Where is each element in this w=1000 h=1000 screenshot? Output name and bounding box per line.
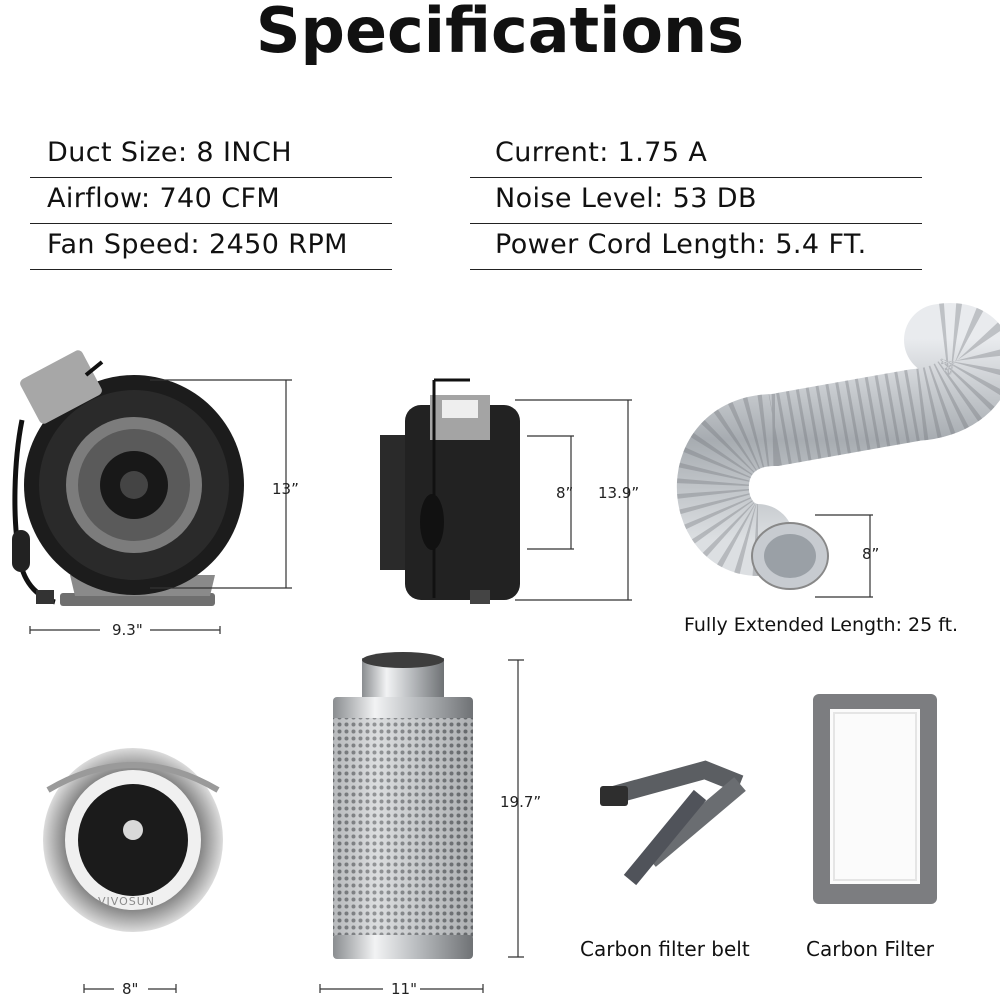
inline-fan-side bbox=[380, 378, 520, 604]
inline-fan-front bbox=[12, 350, 244, 606]
spec-noise-level: Noise Level: 53 DB bbox=[470, 178, 922, 224]
fan-front-width-label: 9.3" bbox=[112, 621, 143, 639]
duct-length-caption: Fully Extended Length: 25 ft. bbox=[684, 614, 959, 636]
spec-power-cord-length: Power Cord Length: 5.4 FT. bbox=[470, 224, 922, 270]
fan-front-height-label: 13” bbox=[272, 480, 299, 498]
spec-current: Current: 1.75 A bbox=[470, 132, 922, 178]
fan-side-height-label: 13.9” bbox=[598, 484, 640, 502]
filter-end-width-label: 8" bbox=[122, 980, 139, 998]
page-title: Specifications bbox=[255, 0, 745, 67]
carbon-filter-side bbox=[333, 652, 473, 959]
duct-diameter-label: 8” bbox=[862, 545, 880, 563]
carbon-filter-pad bbox=[813, 694, 937, 904]
spec-list-right: Current: 1.75 A Noise Level: 53 DB Power… bbox=[470, 132, 922, 270]
belt-caption: Carbon filter belt bbox=[580, 937, 750, 961]
spec-list-left: Duct Size: 8 INCH Airflow: 740 CFM Fan S… bbox=[30, 132, 392, 270]
spec-airflow: Airflow: 740 CFM bbox=[30, 178, 392, 224]
filter-caption: Carbon Filter bbox=[806, 937, 934, 961]
spec-duct-size: Duct Size: 8 INCH bbox=[30, 132, 392, 178]
filter-height-label: 19.7” bbox=[500, 793, 542, 811]
filter-brand-logo: VIVOSUN bbox=[98, 895, 155, 908]
dimension-lines bbox=[29, 379, 873, 993]
filter-end-view bbox=[43, 748, 223, 932]
spec-fan-speed: Fan Speed: 2450 RPM bbox=[30, 224, 392, 270]
filter-width-label: 11" bbox=[391, 980, 417, 998]
flexible-duct bbox=[676, 303, 1000, 590]
carbon-filter-belt bbox=[600, 760, 746, 886]
fan-side-inner-label: 8” bbox=[556, 484, 574, 502]
